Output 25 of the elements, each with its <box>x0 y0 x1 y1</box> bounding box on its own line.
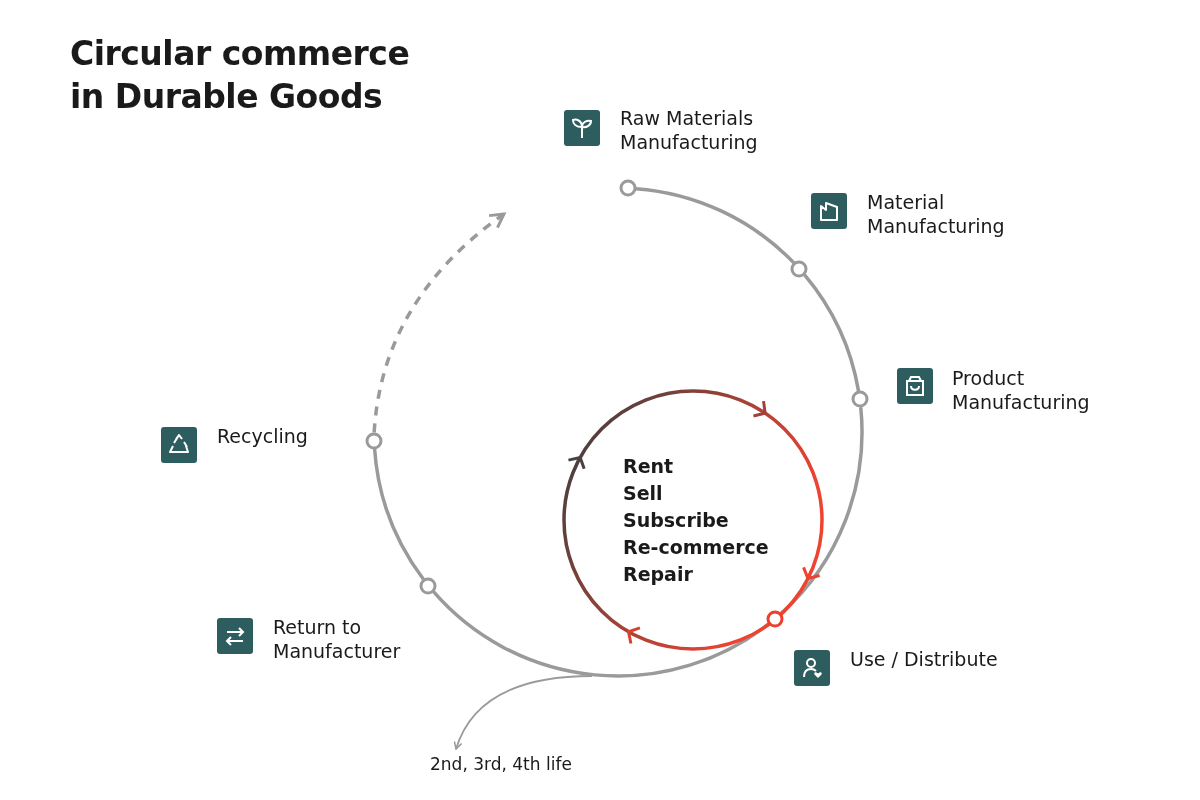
business-model-text: Repair <box>623 562 694 587</box>
business-model-text: Rent <box>623 454 675 479</box>
cycle-arc <box>635 186 796 265</box>
arrow <box>454 675 593 750</box>
cycle-arc <box>372 448 425 581</box>
stage-dot <box>790 259 809 278</box>
stage-label: Product Manufacturing <box>952 366 1091 414</box>
stage-dot <box>365 431 384 450</box>
stage-dot <box>850 390 869 409</box>
business-model-text: Subscribe <box>623 508 730 533</box>
stage-label: Return to Manufacturer <box>273 615 402 663</box>
stage-dot <box>419 576 438 595</box>
life-label: 2nd, 3rd, 4th life <box>430 752 572 776</box>
cycle-arc <box>432 590 770 678</box>
stage-label: Raw Materials Manufacturing <box>620 106 759 154</box>
stage-label: Material Manufacturing <box>867 190 1006 238</box>
stage-dot <box>765 609 784 628</box>
stage-label: Use / Distribute <box>850 647 999 671</box>
stage-dot <box>618 179 637 198</box>
title: Circular commerce in Durable Goods <box>70 33 411 118</box>
cycle-arc <box>803 273 861 392</box>
business-model-text: Sell <box>623 481 664 506</box>
stage-label: Recycling <box>217 424 309 448</box>
dashed-arrow <box>372 212 506 433</box>
business-model-text: Re-commerce <box>623 535 769 560</box>
